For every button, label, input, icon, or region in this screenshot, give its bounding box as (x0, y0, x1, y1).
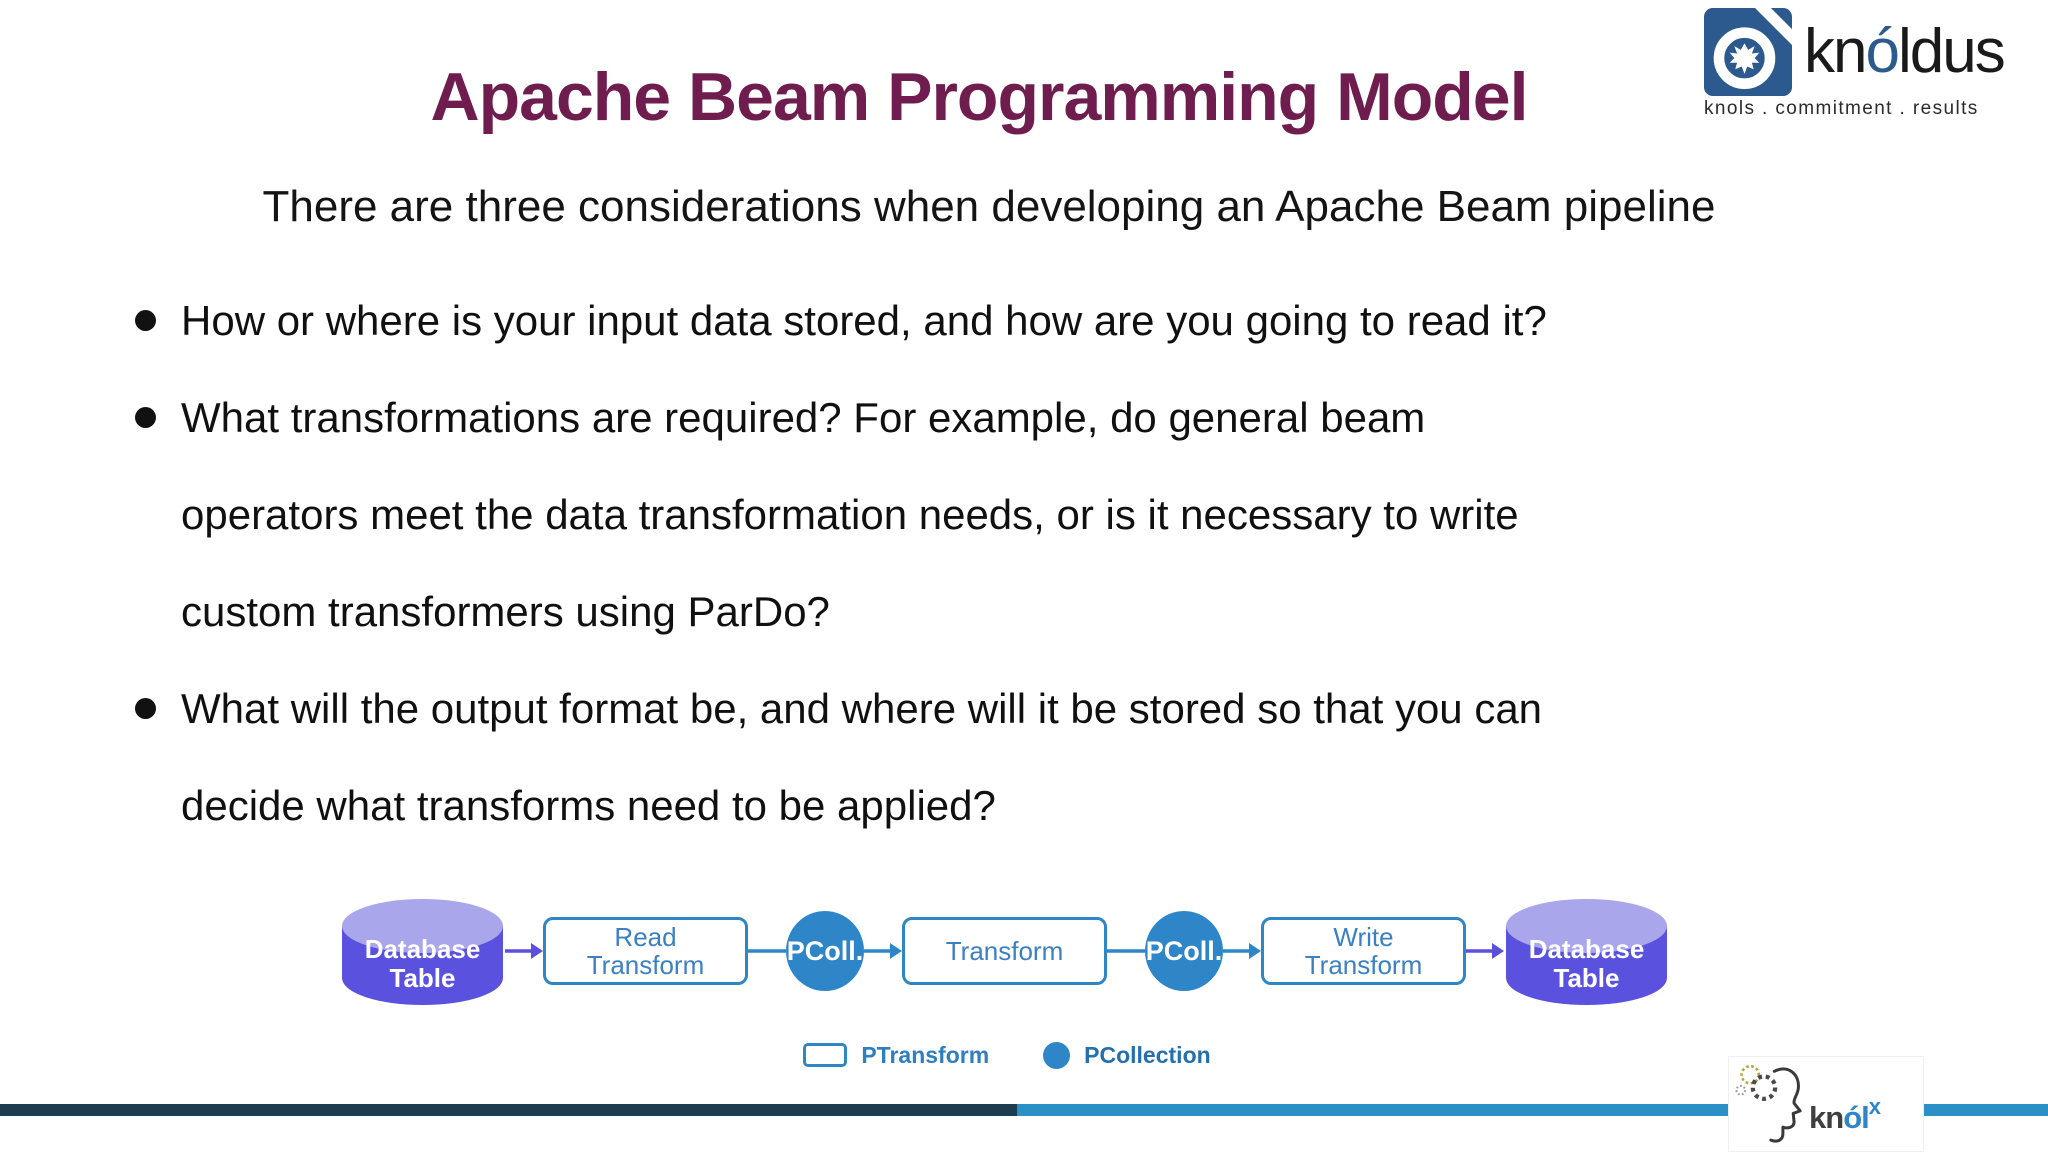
cylinder-label: Database Table (364, 934, 481, 993)
subtitle: There are three considerations when deve… (262, 182, 1716, 231)
pcollection-node: PColl. (786, 911, 864, 991)
diagram-legend: PTransform PCollection (0, 1038, 2048, 1072)
arrow-right-icon (505, 943, 543, 959)
arrow-right-icon (864, 943, 902, 959)
write-transform-box: Write Transform (1261, 917, 1466, 985)
bullet-item: What will the output format be, and wher… (135, 660, 1965, 854)
pcollection-circle-icon (1043, 1041, 1071, 1069)
knoldus-tagline: knols . commitment . results (1704, 98, 1979, 119)
bullet-item: What transformations are required? For e… (135, 369, 1965, 660)
knolx-wordmark: knólx (1809, 1092, 1881, 1133)
ptransform-rect-icon (803, 1043, 848, 1067)
page-title: Apache Beam Programming Model (430, 59, 1528, 135)
pcollection-legend-label: PCollection (1084, 1041, 1211, 1068)
knolx-logo: knólx (1728, 1056, 1924, 1152)
wordmark-prefix: kn (1804, 17, 1868, 86)
database-cylinder-icon (1506, 899, 1667, 1005)
arrow-right-icon (1223, 943, 1261, 959)
maple-leaf-ring-icon (1704, 8, 1792, 96)
database-sink-cylinder: Database Table (1504, 893, 1669, 1009)
knoldus-logo: knóldus knols . commitment . results (1704, 8, 2042, 120)
footer-bar-dark (0, 1104, 1017, 1116)
cylinder-label: Database Table (1528, 934, 1645, 993)
pipeline-diagram: Database Table Read Transform PColl. Tra… (340, 890, 1680, 1012)
bullet-item: How or where is your input data stored, … (135, 272, 1965, 369)
knolx-prefix: kn (1809, 1100, 1844, 1135)
database-source-cylinder: Database Table (340, 893, 505, 1009)
bullet-list: How or where is your input data stored, … (135, 272, 1965, 854)
wordmark-accent: ó (1865, 17, 1900, 86)
transform-box: Transform (902, 917, 1107, 985)
read-transform-box: Read Transform (543, 917, 748, 985)
knoldus-wordmark: knóldus (1804, 8, 2006, 96)
connector-line (1107, 949, 1145, 953)
knolx-accent: ól (1843, 1100, 1870, 1135)
ptransform-legend-label: PTransform (861, 1041, 990, 1068)
connector-line (748, 949, 786, 953)
knoldus-logo-row: knóldus (1704, 8, 2042, 96)
knolx-sup: x (1868, 1094, 1881, 1119)
wordmark-suffix: ldus (1897, 17, 2006, 86)
pcollection-node: PColl. (1145, 911, 1223, 991)
head-gears-icon (1735, 1064, 1802, 1143)
arrow-right-icon (1466, 943, 1504, 959)
database-cylinder-icon (342, 899, 503, 1005)
